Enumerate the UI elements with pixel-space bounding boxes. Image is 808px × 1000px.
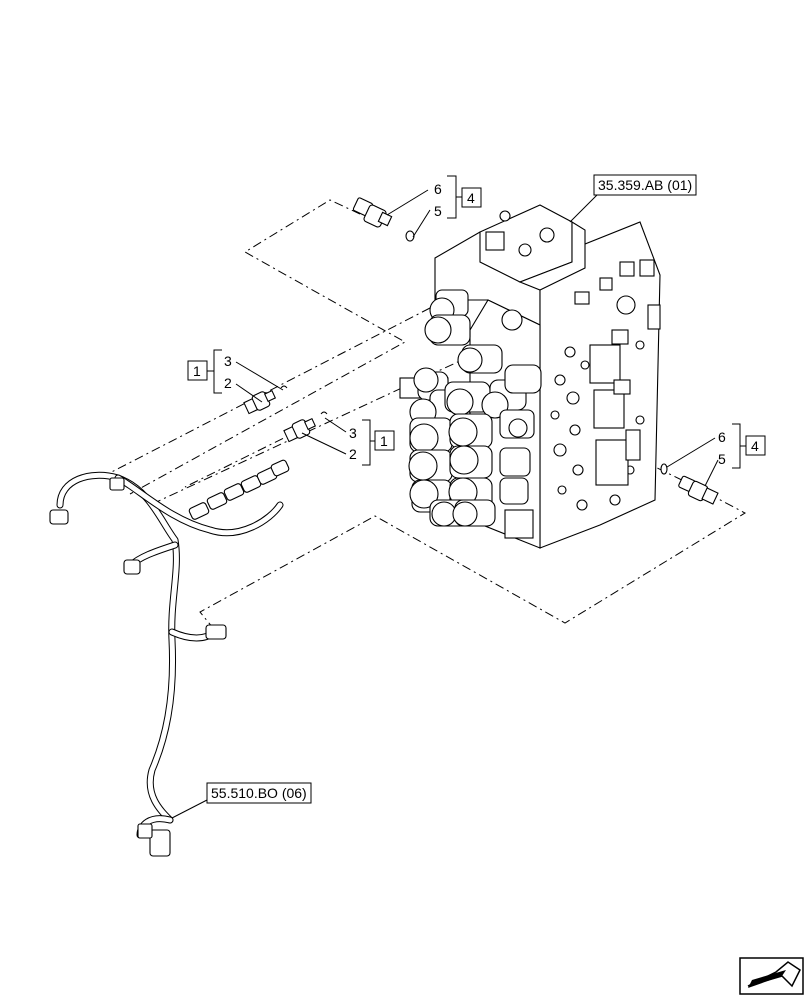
ref-harness: 55.510.BO (06): [171, 782, 312, 819]
page-corner-arrow-icon[interactable]: [739, 957, 804, 995]
callout-left-upper: 3: [224, 353, 232, 369]
callout-center-lower: 2: [349, 446, 357, 462]
ref-valve: 35.359.AB (01): [569, 174, 697, 223]
callout-top-lower: 5: [434, 203, 442, 219]
callout-right-upper: 6: [718, 429, 726, 445]
valve-ports: [501, 295, 645, 511]
ref-harness-label: 55.510.BO (06): [211, 785, 307, 801]
callout-top-upper: 6: [434, 181, 442, 197]
callout-top: 6 5 4: [386, 175, 482, 238]
spool-caps: [399, 289, 542, 539]
callout-left: 1 3 2: [187, 349, 284, 403]
callout-right-box: 4: [751, 438, 759, 454]
callout-center: 3 2 1: [301, 417, 395, 466]
pressure-sensor-center: [283, 411, 328, 443]
ref-valve-label: 35.359.AB (01): [598, 177, 692, 193]
callout-right: 6 5 4: [666, 423, 766, 487]
callout-top-box: 4: [467, 190, 475, 206]
callout-right-lower: 5: [718, 451, 726, 467]
wiring-harness: [49, 459, 290, 857]
pressure-sensor-right: [660, 463, 719, 505]
right-solenoids: [589, 329, 641, 486]
control-valve-block: [399, 204, 661, 549]
callout-center-box: 1: [380, 433, 388, 449]
callout-center-upper: 3: [349, 425, 357, 441]
pressure-sensor-left: [243, 385, 288, 415]
callout-left-lower: 2: [224, 375, 232, 391]
callout-left-box: 1: [193, 363, 201, 379]
harness-connector-bank: [188, 459, 290, 520]
pressure-sensor-top: [352, 197, 415, 242]
